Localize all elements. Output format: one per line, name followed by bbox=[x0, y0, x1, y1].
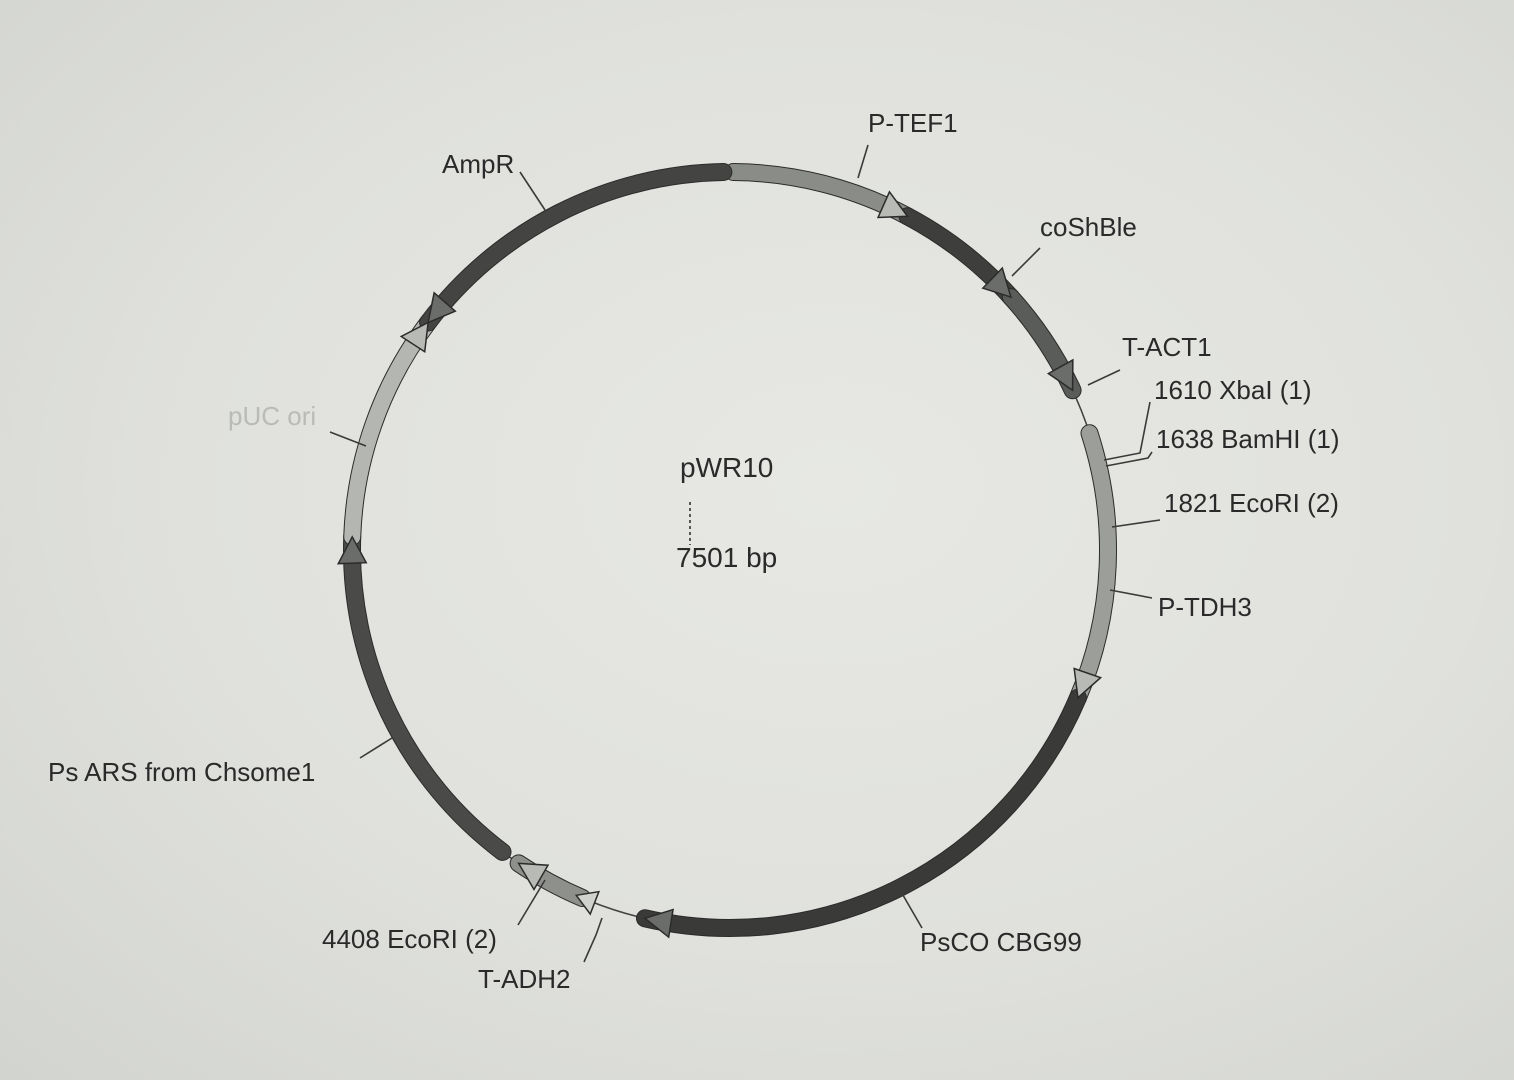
leader-ps-ars bbox=[359, 737, 393, 759]
leader-p-tef1 bbox=[857, 144, 869, 179]
feature-arc-ps-ars-from-chsome1 bbox=[344, 528, 511, 860]
arrowhead-puc-ori bbox=[399, 321, 430, 354]
feature-arc-puc-ori bbox=[344, 314, 437, 545]
label-coshble: coShBle bbox=[1040, 212, 1137, 242]
arrowhead-coshble bbox=[981, 266, 1013, 299]
arrowhead-t-act1 bbox=[1046, 358, 1074, 392]
arrowhead-ps-ars-from-chsome1 bbox=[336, 535, 368, 565]
label-site-ecori-1821: 1821 EcoRI (2) bbox=[1164, 488, 1339, 518]
leader-ecori-1821 bbox=[1111, 519, 1161, 528]
label-p-tdh3: P-TDH3 bbox=[1158, 592, 1252, 622]
leader-p-tdh3 bbox=[1109, 589, 1153, 599]
feature-arc-outline bbox=[635, 688, 1087, 937]
leader-xbai bbox=[1103, 401, 1151, 461]
leader-coshble bbox=[1011, 247, 1041, 277]
leader-puc-ori bbox=[329, 431, 367, 447]
leader-bamhi bbox=[1105, 451, 1153, 467]
label-site-bamhi: 1638 BamHI (1) bbox=[1156, 424, 1340, 454]
label-t-act1: T-ACT1 bbox=[1122, 332, 1212, 362]
label-ps-ars: Ps ARS from Chsome1 bbox=[48, 757, 315, 787]
label-p-tef1: P-TEF1 bbox=[868, 108, 958, 138]
feature-arc-ampr bbox=[420, 164, 732, 331]
arrowhead-p-tdh3 bbox=[1073, 667, 1103, 700]
feature-arrows bbox=[336, 190, 1103, 939]
label-site-ecori-4408: 4408 EcoRI (2) bbox=[322, 924, 497, 954]
feature-arc-psco-cbg99 bbox=[636, 689, 1086, 936]
arrowhead-ampr bbox=[427, 291, 457, 324]
label-puc-ori: pUC ori bbox=[228, 401, 316, 431]
leader-lines bbox=[329, 144, 1161, 963]
leader-t-adh2 bbox=[583, 917, 603, 963]
leader-psco bbox=[899, 889, 923, 929]
feature-arc-outline bbox=[419, 163, 733, 332]
arrowhead-p-tef1 bbox=[876, 190, 909, 219]
leader-ecori-4408 bbox=[517, 879, 546, 926]
label-t-adh2: T-ADH2 bbox=[478, 964, 570, 994]
leader-t-act1 bbox=[1087, 369, 1121, 386]
plasmid-name: pWR10 bbox=[680, 452, 773, 483]
label-ampr: AmpR bbox=[442, 149, 514, 179]
feature-arc-p-tdh3 bbox=[1069, 425, 1116, 706]
label-site-xbai: 1610 XbaI (1) bbox=[1154, 375, 1312, 405]
arrowhead-site-marker bbox=[574, 890, 601, 916]
leader-ampr bbox=[519, 171, 546, 211]
arrowhead-t-adh2 bbox=[517, 862, 550, 891]
plasmid-size: 7501 bp bbox=[676, 542, 777, 573]
label-psco-cbg99: PsCO CBG99 bbox=[920, 927, 1082, 957]
arrowhead-psco-cbg99 bbox=[643, 908, 674, 939]
